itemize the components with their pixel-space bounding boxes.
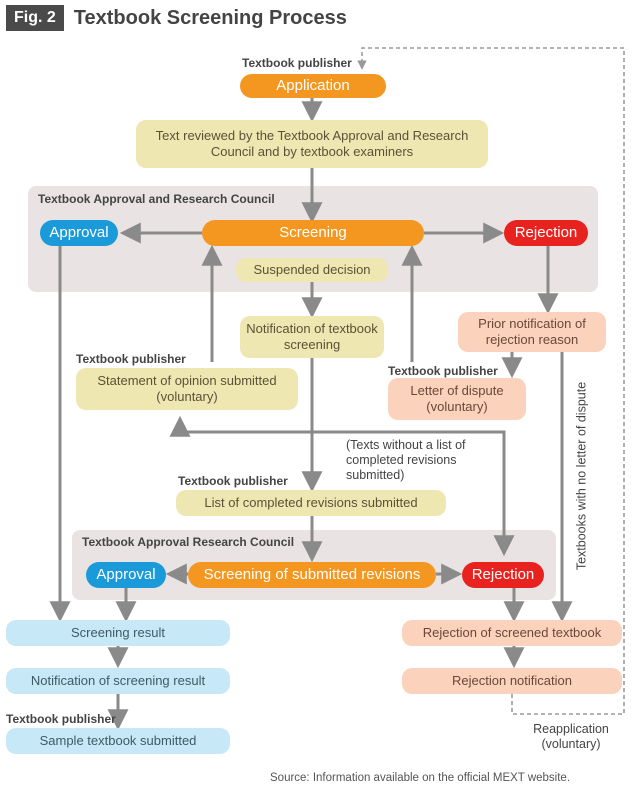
texts-without-note: (Texts without a list of completed revis… — [346, 438, 466, 482]
source-note: Source: Information available on the off… — [270, 772, 571, 784]
application-node: Application — [240, 74, 386, 98]
screening-revisions-node: Screening of submitted revisions — [188, 562, 436, 588]
publisher-label-dispute: Textbook publisher — [388, 364, 498, 378]
no-dispute-note: Textbooks with no letter of dispute — [574, 381, 589, 571]
reapplication-note: Reapplication (voluntary) — [533, 722, 609, 751]
rejection-node-bottom: Rejection — [462, 562, 544, 588]
notification-screening-node: Notification of textbook screening — [240, 316, 384, 358]
arrow-reapplication — [357, 47, 625, 715]
rejection-notification-node: Rejection notification — [402, 668, 622, 694]
sample-submitted-node: Sample textbook submitted — [6, 728, 230, 754]
screening-result-node: Screening result — [6, 620, 230, 646]
figure-number: Fig. 2 — [6, 5, 64, 31]
letter-dispute-node: Letter of dispute (voluntary) — [388, 378, 526, 420]
approval-node-top: Approval — [40, 220, 118, 246]
council-region-top-label: Textbook Approval and Research Council — [38, 192, 275, 206]
suspended-decision-node: Suspended decision — [236, 258, 388, 282]
notification-result-node: Notification of screening result — [6, 668, 230, 694]
statement-opinion-node: Statement of opinion submitted (voluntar… — [76, 368, 298, 410]
publisher-label-sample: Textbook publisher — [6, 712, 116, 726]
figure-title: Textbook Screening Process — [73, 6, 347, 29]
publisher-label-top: Textbook publisher — [242, 56, 352, 70]
approval-node-bottom: Approval — [86, 562, 166, 588]
publisher-label-opinion: Textbook publisher — [76, 352, 186, 366]
arrow-texts-without — [169, 415, 515, 557]
screening-node: Screening — [202, 220, 424, 246]
revisions-list-node: List of completed revisions submitted — [176, 490, 446, 516]
figure-header: Fig. 2 Textbook Screening Process — [6, 5, 347, 31]
rejection-node-top: Rejection — [504, 220, 588, 246]
rejection-screened-node: Rejection of screened textbook — [402, 620, 622, 646]
reviewed-node: Text reviewed by the Textbook Approval a… — [136, 120, 488, 168]
prior-notification-node: Prior notification of rejection reason — [458, 312, 606, 352]
publisher-label-revisions: Textbook publisher — [178, 474, 288, 488]
